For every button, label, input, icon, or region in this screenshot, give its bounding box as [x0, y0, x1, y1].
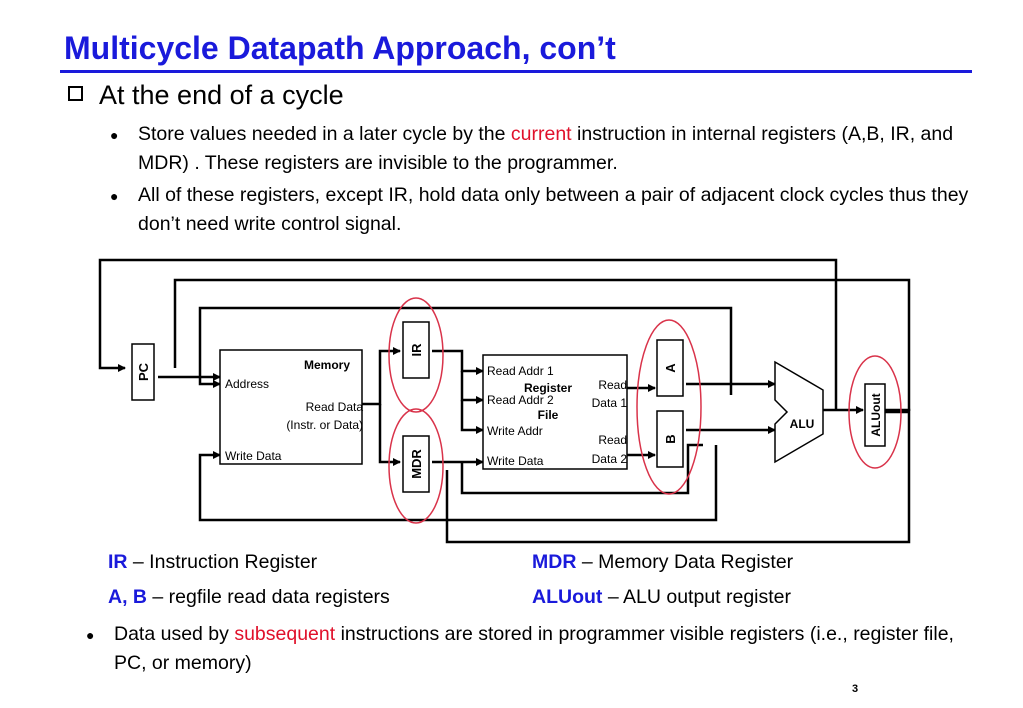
bullet-text-part: instruction in internal registers (A,B, … — [138, 123, 954, 174]
memory-address-label: Address — [225, 377, 269, 391]
legend-ir-desc: – Instruction Register — [127, 551, 318, 573]
regfile-read-addr1-label: Read Addr 1 — [487, 364, 554, 378]
page-number: 3 — [852, 683, 859, 695]
wire-ir-to-readaddr2 — [460, 371, 484, 404]
legend-mdr-abbr: MDR — [532, 551, 577, 573]
regfile-title: Register — [524, 381, 572, 395]
heading-bullet: At the end of a cycle — [68, 80, 344, 111]
wire-ir-to-readaddr1 — [432, 349, 484, 375]
bullet-dot-icon: ● — [110, 127, 119, 143]
regfile-read-addr2-label: Read Addr 2 — [487, 393, 554, 407]
regfile-read-data1-sub: Data 1 — [592, 396, 628, 410]
legend-ab: A, B – regfile read data registers — [108, 586, 390, 609]
bullet-adjacent-cycles: ● All of these registers, except IR, hol… — [110, 181, 992, 239]
bullet-text-part: Store values needed in a later cycle by … — [138, 123, 511, 145]
memory-title: Memory — [304, 358, 350, 372]
alu-label: ALU — [790, 417, 815, 431]
aluout-highlight-circle — [848, 355, 902, 469]
pc-label: PC — [136, 362, 151, 381]
bullet-text-part: instructions are stored in programmer vi… — [114, 623, 954, 674]
wire-mdr-loop — [460, 443, 703, 495]
register-file-box — [482, 354, 628, 470]
heading-text: At the end of a cycle — [99, 80, 344, 110]
mdr-highlight-circle — [388, 408, 444, 524]
ir-label: IR — [409, 343, 424, 357]
memory-read-data-label: Read Data — [306, 400, 364, 414]
bullet-current: ● Store values needed in a later cycle b… — [110, 120, 992, 178]
title-underline — [60, 70, 972, 73]
memory-read-data-sub-label: (Instr. or Data) — [286, 418, 363, 432]
mdr-label: MDR — [409, 449, 424, 479]
wire-loop-2 — [173, 278, 911, 411]
ir-highlight-circle — [388, 297, 444, 413]
wire-loop-3 — [198, 306, 733, 395]
legend-mdr-desc: – Memory Data Register — [576, 551, 794, 573]
legend-mdr: MDR – Memory Data Register — [532, 551, 793, 574]
bullet-text: Store values needed in a later cycle by … — [138, 120, 992, 178]
legend-aluout-desc: – ALU output register — [602, 586, 792, 608]
bullet-dot-icon: ● — [86, 627, 95, 643]
wire-ir-to-writeaddr — [460, 400, 484, 434]
wire-b-to-memory — [198, 445, 718, 522]
mdr-register — [402, 435, 430, 493]
legend-aluout-abbr: ALUout — [532, 586, 603, 608]
bullet-text-part: Data used by — [114, 623, 235, 645]
square-bullet-icon — [68, 86, 83, 101]
bullet-text: Data used by subsequent instructions are… — [114, 620, 968, 678]
aluout-label: ALUout — [869, 393, 883, 436]
legend-aluout: ALUout – ALU output register — [532, 586, 791, 609]
regfile-title-file: File — [538, 408, 559, 422]
bullet-text: All of these registers, except IR, hold … — [138, 184, 969, 235]
memory-box — [219, 349, 363, 465]
b-register — [656, 410, 684, 468]
aluout-register — [864, 383, 886, 447]
bullet-subsequent: ● Data used by subsequent instructions a… — [86, 620, 968, 678]
legend-ab-abbr: A, B — [108, 586, 147, 608]
highlight-current: current — [510, 123, 572, 145]
wire-aluout-to-pc — [98, 258, 838, 411]
pc-register — [131, 343, 155, 401]
highlight-subsequent: subsequent — [234, 623, 336, 645]
wire-memory-to-mdr — [378, 404, 401, 466]
legend-ir: IR – Instruction Register — [108, 551, 317, 574]
a-register — [656, 339, 684, 397]
alu-unit — [774, 360, 824, 464]
legend-ab-desc: – regfile read data registers — [147, 586, 390, 608]
wire-memory-to-ir — [362, 347, 401, 406]
ab-highlight-circle — [636, 319, 702, 495]
regfile-write-addr-label: Write Addr — [487, 424, 543, 438]
b-label: B — [663, 434, 678, 443]
regfile-read-data2-sub: Data 2 — [592, 452, 628, 466]
ir-register — [402, 321, 430, 379]
bullet-dot-icon: ● — [110, 188, 119, 204]
legend-ir-abbr: IR — [108, 551, 128, 573]
page-title: Multicycle Datapath Approach, con’t — [64, 30, 616, 66]
a-label: A — [663, 363, 678, 373]
regfile-read-data1-label: Read — [598, 378, 627, 392]
regfile-read-data2-label: Read — [598, 433, 627, 447]
regfile-write-data-label: Write Data — [487, 454, 544, 468]
memory-write-data-label: Write Data — [225, 449, 282, 463]
